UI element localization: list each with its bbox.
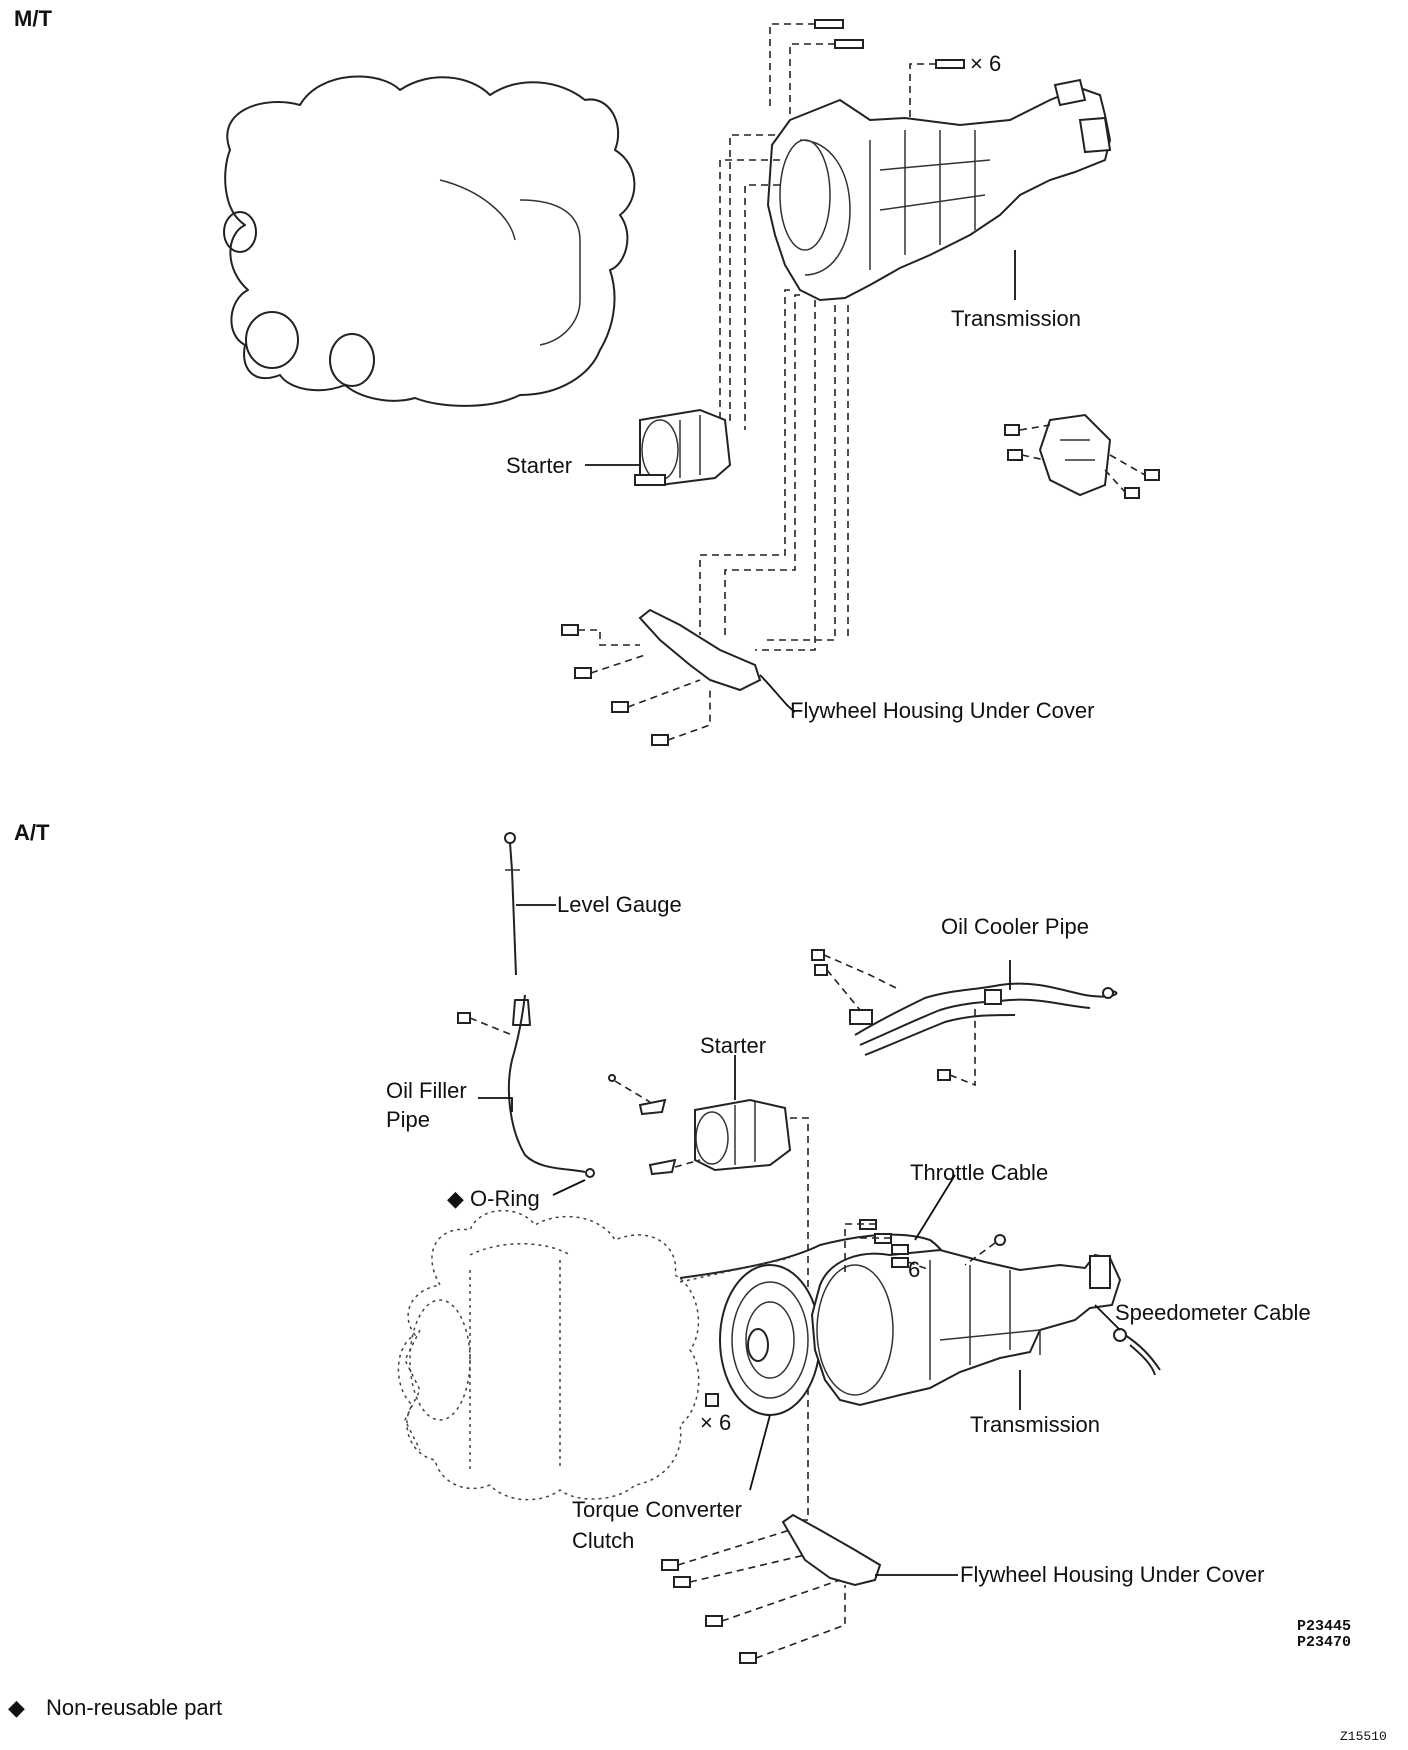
label-at-starter: Starter (700, 1033, 766, 1058)
label-torque-converter-line2: Clutch (572, 1528, 634, 1553)
oil-cooler-pipe-part (811, 949, 1118, 1087)
o-ring-nonreusable-icon: ◆ (447, 1186, 464, 1211)
at-engine-outline (397, 1209, 700, 1501)
oil-filler-leader (478, 1097, 513, 1112)
label-o-ring: O-Ring (470, 1186, 540, 1211)
at-transmission-part (810, 1219, 1122, 1407)
mt-engine-outline (223, 75, 636, 407)
figure-id: Z15510 (1340, 1729, 1387, 1744)
legend-text: Non-reusable part (46, 1695, 222, 1720)
torque-converter-leader (749, 1414, 771, 1491)
speedometer-leader (1094, 1304, 1121, 1331)
legend-diamond-icon: ◆ (8, 1695, 25, 1720)
section-label-at: A/T (14, 820, 50, 845)
reference-code-1: P23445 (1297, 1618, 1351, 1635)
label-mt-starter: Starter (506, 453, 572, 478)
label-at-bolt-count-top: 6 (908, 1257, 920, 1282)
mt-flywheel-leader (759, 674, 796, 713)
label-level-gauge: Level Gauge (557, 892, 682, 917)
label-at-transmission: Transmission (970, 1412, 1100, 1437)
reference-code-2: P23470 (1297, 1634, 1351, 1651)
section-label-mt: M/T (14, 6, 52, 31)
label-oil-filler-pipe-line2: Pipe (386, 1107, 430, 1132)
level-gauge-part (504, 832, 520, 976)
label-speedometer-cable: Speedometer Cable (1115, 1300, 1311, 1325)
o-ring-leader (552, 1179, 586, 1196)
throttle-cable-leader (914, 1174, 956, 1241)
label-throttle-cable: Throttle Cable (910, 1160, 1048, 1185)
mt-starter-part (634, 408, 732, 487)
label-mt-flywheel-cover: Flywheel Housing Under Cover (790, 698, 1094, 723)
mt-bolts (699, 19, 965, 651)
at-flywheel-cover-part (661, 1513, 882, 1664)
mt-flywheel-cover-part (561, 608, 762, 746)
label-at-flywheel-cover: Flywheel Housing Under Cover (960, 1562, 1264, 1587)
label-torque-converter-line1: Torque Converter (572, 1497, 742, 1522)
oil-filler-pipe-part (457, 994, 595, 1178)
mt-transmission-part (766, 78, 1112, 302)
label-at-bolt-count: × 6 (700, 1410, 731, 1435)
label-oil-cooler-pipe: Oil Cooler Pipe (941, 914, 1089, 939)
speedometer-cable-part (1113, 1328, 1161, 1376)
label-mt-transmission: Transmission (951, 306, 1081, 331)
torque-converter-part (705, 1264, 821, 1416)
label-mt-bolt-count: × 6 (970, 51, 1001, 76)
label-oil-filler-pipe-line1: Oil Filler (386, 1078, 467, 1103)
mt-mount-bracket (1004, 413, 1160, 499)
